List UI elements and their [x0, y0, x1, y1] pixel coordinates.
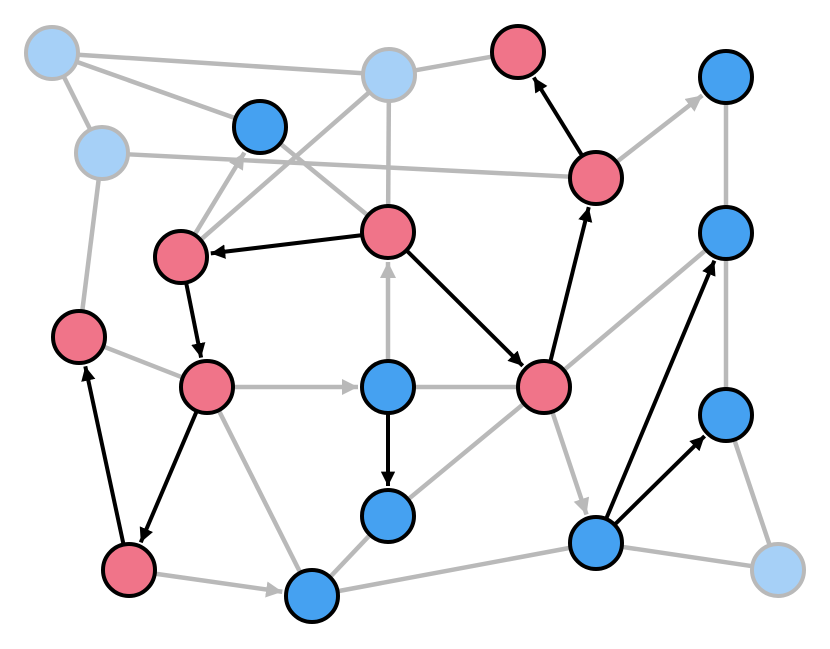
edge-R8-B7	[562, 248, 708, 372]
edge-B6-B7	[604, 259, 717, 520]
edge-L3-R4	[199, 90, 371, 242]
edge-R8-B6	[550, 410, 590, 516]
edge-B6-B8	[613, 434, 707, 527]
edge-L1-L2	[61, 75, 93, 131]
edge-R4-B1	[192, 151, 247, 236]
node-light-L4	[750, 542, 806, 598]
edge-R2-R1	[532, 76, 585, 157]
edge-L3-R3	[385, 100, 392, 207]
edge-L2-R5	[79, 178, 102, 312]
edges-layer	[61, 52, 772, 598]
node-blue-B2	[698, 49, 754, 105]
edge-R6-B5	[216, 409, 303, 574]
node-blue-B8	[698, 387, 754, 443]
edge-B5-B6	[337, 545, 571, 594]
node-red-R1	[490, 24, 546, 80]
node-blue-B6	[568, 515, 624, 571]
node-light-L2	[74, 125, 130, 181]
node-red-R3	[360, 204, 416, 260]
node-blue-B4	[360, 488, 416, 544]
node-blue-B3	[360, 359, 416, 415]
edge-L3-R1	[414, 54, 493, 73]
edge-R6-R7	[138, 410, 199, 544]
node-light-L3	[361, 47, 417, 103]
edge-R8-R2	[548, 206, 593, 363]
edge-L2-R2	[127, 152, 571, 179]
node-blue-B5	[284, 568, 340, 624]
node-red-R6	[179, 359, 235, 415]
node-red-R7	[101, 542, 157, 598]
edge-L1-B1	[75, 59, 237, 121]
edge-B4-B5	[328, 533, 372, 579]
edge-R2-B2	[615, 93, 704, 164]
node-red-R8	[516, 359, 572, 415]
edge-R3-R8	[405, 248, 525, 368]
edge-R7-B5	[154, 571, 283, 598]
node-red-R2	[568, 150, 624, 206]
edge-B6-L4	[621, 544, 753, 569]
edge-B1-R3	[278, 141, 370, 218]
edge-R4-R6	[184, 282, 206, 358]
nodes-layer	[24, 24, 806, 624]
node-blue-B1	[232, 99, 288, 155]
edge-B8-L4	[732, 438, 772, 547]
node-red-R5	[51, 309, 107, 365]
node-red-R4	[153, 229, 209, 285]
edge-L1-L3	[77, 52, 364, 76]
edge-R5-R6	[102, 344, 184, 380]
node-light-L1	[24, 25, 80, 81]
edge-R7-R5	[81, 365, 126, 545]
edge-R3-R4	[210, 233, 363, 259]
node-blue-B7	[698, 205, 754, 261]
edge-B4-R8	[406, 401, 526, 502]
